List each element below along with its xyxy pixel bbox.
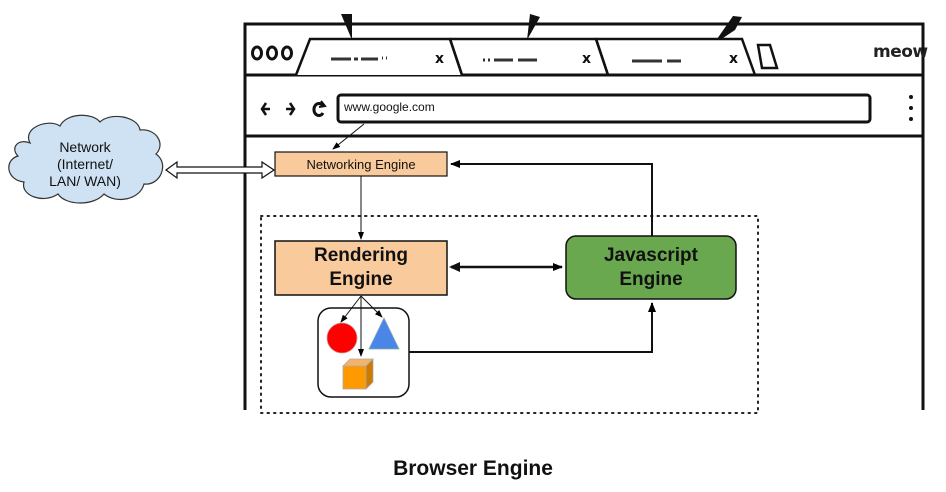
browser-engine-boundary: [260, 215, 759, 414]
js-to-network-arrow: [450, 160, 653, 236]
tab-pointer-icon: [527, 14, 540, 40]
rendering-engine-label-line: Rendering: [314, 245, 408, 266]
rendering-engine-label: Rendering Engine: [275, 241, 447, 295]
address-bar[interactable]: [336, 93, 872, 124]
maximize-window-icon[interactable]: [281, 45, 293, 61]
networking-engine-box: [274, 151, 448, 177]
rendering-engine-box: [274, 240, 448, 296]
circle-shape-icon: [326, 322, 358, 354]
network-label-line: LAN/ WAN): [49, 173, 121, 189]
address-bar-text[interactable]: www.google.com: [344, 100, 435, 114]
javascript-engine-label-line: Engine: [619, 268, 683, 290]
render-to-circle-arrow: [340, 295, 362, 323]
reload-icon[interactable]: [312, 102, 325, 117]
dom-to-js-arrow: [409, 302, 656, 353]
back-arrow-icon[interactable]: [260, 102, 270, 116]
javascript-engine-label: Javascript Engine: [566, 236, 736, 299]
new-tab-button[interactable]: [756, 43, 779, 70]
diagram-title: Browser Engine: [393, 457, 553, 480]
menu-button[interactable]: [909, 95, 913, 121]
network-label-line: (Internet/: [56, 156, 114, 172]
tab-close-icon[interactable]: x: [582, 51, 591, 67]
reload-button[interactable]: [312, 100, 327, 117]
tab-close-icon[interactable]: x: [435, 51, 444, 67]
tab-3[interactable]: x: [594, 37, 757, 76]
network-cloud: [8, 114, 164, 204]
back-button[interactable]: [260, 102, 270, 116]
browser-window: x x x: [243, 14, 925, 410]
tab-pointer-icon: [341, 14, 352, 40]
render-to-triangle-arrow: [360, 295, 383, 318]
javascript-engine-box: [565, 235, 737, 300]
tab-pointer-icon: [717, 16, 742, 40]
triangle-shape-icon: [368, 317, 400, 350]
network-link-arrow: [164, 160, 276, 180]
close-window-icon[interactable]: [251, 45, 263, 61]
browser-frame: [243, 22, 925, 410]
forward-button[interactable]: [286, 102, 296, 116]
tab-1[interactable]: x: [294, 37, 464, 76]
rendering-engine-label-line: Engine: [329, 269, 393, 290]
network-label: Network (Internet/ LAN/ WAN): [20, 139, 150, 190]
kebab-menu-icon[interactable]: [909, 95, 913, 99]
cube-shape-icon: [342, 358, 374, 390]
tab-close-icon[interactable]: x: [729, 51, 738, 67]
forward-arrow-icon[interactable]: [286, 102, 296, 116]
url-to-network-arrow: [332, 123, 365, 150]
tab-2[interactable]: x: [448, 37, 610, 76]
profile-label[interactable]: meow: [873, 42, 928, 62]
minimize-window-icon[interactable]: [266, 45, 278, 61]
network-label-line: Network: [59, 139, 111, 155]
window-controls[interactable]: [251, 45, 293, 61]
javascript-engine-label-line: Javascript: [603, 244, 698, 266]
networking-engine-label: Networking Engine: [306, 156, 416, 172]
